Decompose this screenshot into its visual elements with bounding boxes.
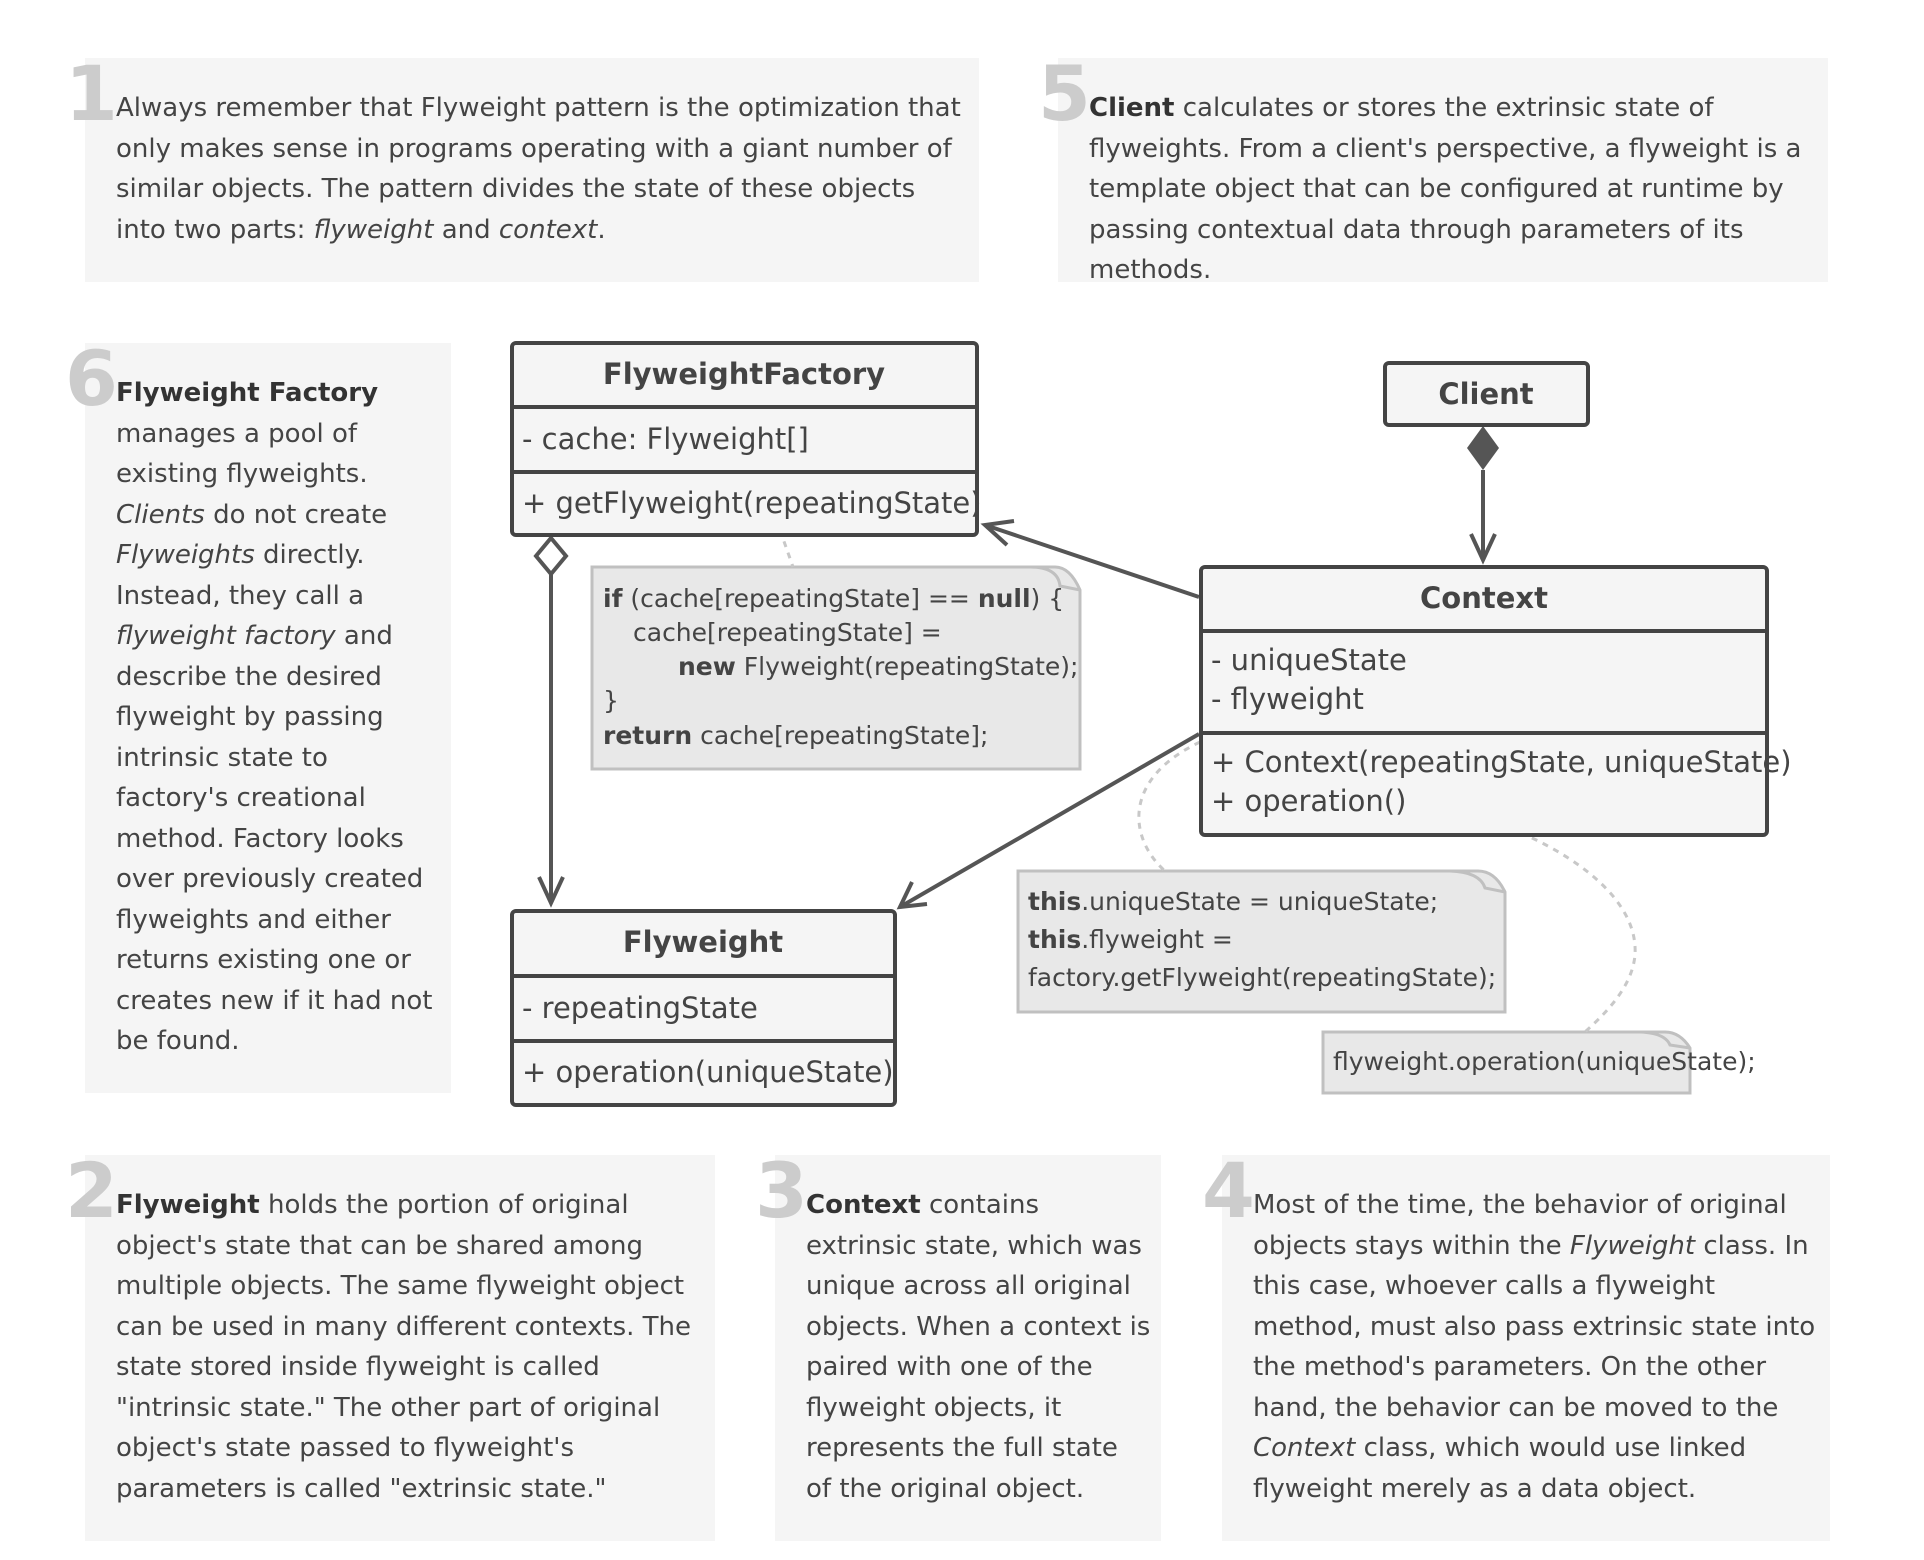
panel-text-run: Clients (116, 499, 205, 530)
class-context-field-1: - uniqueState (1211, 643, 1407, 677)
panel-text-run: Always remember that Flyweight pattern i… (116, 93, 961, 245)
factory-note: if (cache[repeatingState] == null) { cac… (590, 565, 1082, 771)
panel-number-5: 5 (1038, 49, 1091, 138)
panel-text-run: . (597, 214, 606, 245)
constructor-note: this.uniqueState = uniqueState; this.fly… (1016, 869, 1507, 1014)
class-context: Context - uniqueState - flyweight + Cont… (1199, 565, 1792, 837)
constructor-note-line-1: this.uniqueState = uniqueState; (1028, 887, 1438, 916)
operation-note-line-1: flyweight.operation(uniqueState); (1333, 1047, 1756, 1076)
panel-text-2: Flyweight holds the portion of original … (116, 1185, 706, 1509)
class-flyweight: Flyweight - repeatingState + operation(u… (510, 909, 897, 1107)
relationships (537, 470, 1497, 910)
class-flyweight-factory: FlyweightFactory - cache: Flyweight[] + … (510, 341, 982, 537)
class-context-method-2: + operation() (1211, 784, 1406, 818)
panel-6: 6 Flyweight Factory manages a pool of ex… (65, 341, 451, 1093)
constructor-note-line-3: factory.getFlyweight(repeatingState); (1028, 963, 1496, 992)
panel-number-4: 4 (1202, 1146, 1255, 1235)
context-to-factory-arrowhead (980, 519, 1015, 547)
aggregation-diamond (533, 534, 569, 578)
class-context-method-1: + Context(repeatingState, uniqueState) (1211, 745, 1792, 779)
composition-diamond (1467, 426, 1499, 470)
panel-2: 2 Flyweight holds the portion of origina… (65, 1153, 715, 1541)
panel-text-run: and describe the desired flyweight by pa… (116, 621, 433, 1056)
factory-note-line-5: return cache[repeatingState]; (603, 721, 988, 750)
panel-5: 5 Client calculates or stores the extrin… (1038, 56, 1828, 285)
class-flyweight-method: + operation(uniqueState) (522, 1055, 894, 1089)
panel-number-3: 3 (755, 1146, 808, 1235)
composition-arrowhead (1469, 533, 1497, 565)
panel-4: 4 Most of the time, the behavior of orig… (1202, 1153, 1830, 1541)
class-flyweight-field: - repeatingState (522, 991, 758, 1025)
class-context-field-2: - flyweight (1211, 682, 1364, 716)
class-flyweight-factory-name: FlyweightFactory (603, 357, 885, 391)
class-context-name: Context (1420, 581, 1548, 615)
panel-text-run: context (498, 214, 598, 245)
context-to-flyweight-line (898, 732, 1201, 909)
panel-number-6: 6 (65, 334, 118, 423)
constructor-note-line-2: this.flyweight = (1028, 925, 1233, 954)
panel-1: 1 Always remember that Flyweight pattern… (65, 56, 979, 282)
panel-text-run: Context (1253, 1433, 1356, 1463)
context-to-factory-line (984, 523, 1200, 599)
panel-text-run: Context (806, 1190, 921, 1220)
class-client: Client (1383, 361, 1590, 427)
factory-note-line-1: if (cache[repeatingState] == null) { (603, 584, 1064, 613)
factory-note-line-3: new Flyweight(repeatingState); (678, 652, 1078, 681)
panel-text-run: directly. Instead, they call a (116, 540, 365, 611)
panel-text-run: flyweight (313, 214, 434, 245)
panel-number-2: 2 (65, 1146, 118, 1235)
class-flyweight-factory-field: - cache: Flyweight[] (522, 422, 809, 456)
panel-text-run: contains extrinsic state, which was uniq… (806, 1190, 1151, 1504)
panel-text-run: do not create (204, 499, 388, 530)
operation-note: flyweight.operation(uniqueState); (1321, 1030, 1756, 1095)
panel-text-run: Flyweight (116, 1190, 260, 1220)
panel-text-run: Flyweights (116, 540, 255, 570)
factory-note-line-4: } (603, 686, 619, 715)
panel-text-run: holds the portion of original object's s… (116, 1190, 691, 1504)
panel-text-run: and (433, 214, 499, 245)
panel-text-run: class, which would use linked flyweight … (1253, 1433, 1747, 1504)
panel-text-run: class. In this case, whoever calls a fly… (1253, 1230, 1816, 1423)
class-flyweight-name: Flyweight (623, 925, 783, 959)
panel-text-run: Flyweight Factory (116, 378, 379, 408)
panel-text-run: Most of the time, the behavior of origin… (1253, 1190, 1787, 1261)
factory-note-line-2: cache[repeatingState] = (633, 618, 942, 647)
class-flyweight-factory-method: + getFlyweight(repeatingState) (522, 486, 982, 520)
panel-text-run: flyweight factory (116, 621, 336, 651)
panel-text-run: Client (1089, 93, 1175, 123)
context-to-flyweight-arrowhead (896, 881, 928, 910)
panel-text-3: Context contains extrinsic state, which … (806, 1185, 1151, 1509)
panel-number-1: 1 (65, 49, 118, 138)
panel-3: 3 Context contains extrinsic state, whic… (755, 1153, 1161, 1541)
panel-text-run: calculates or stores the extrinsic state… (1089, 93, 1802, 285)
panel-text-run: manages a pool of existing flyweights. (116, 418, 368, 490)
aggregation-arrowhead (537, 876, 565, 908)
panel-text-4: Most of the time, the behavior of origin… (1253, 1185, 1823, 1509)
panel-text-run: Flyweight (1569, 1230, 1696, 1261)
panel-text-6: Flyweight Factory manages a pool of exis… (116, 373, 438, 1062)
panel-text-1: Always remember that Flyweight pattern i… (116, 88, 966, 250)
constructor-note-connector (1137, 740, 1201, 873)
class-client-name: Client (1438, 377, 1533, 411)
panel-text-5: Client calculates or stores the extrinsi… (1089, 88, 1819, 291)
